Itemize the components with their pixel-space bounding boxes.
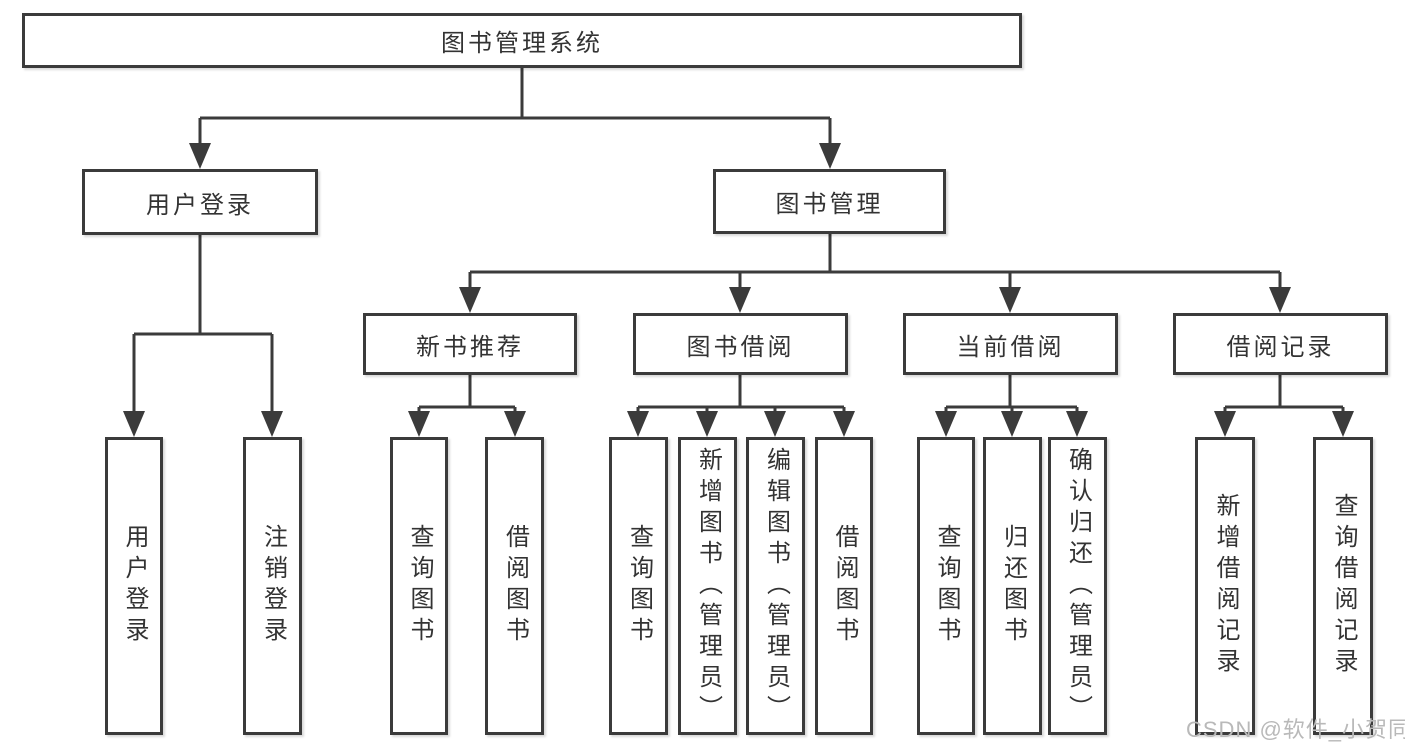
leaf-logout-label: 注销登录 <box>259 524 287 648</box>
leaf-nb-query-books: 查询图书 <box>390 437 448 735</box>
arrow-icon <box>696 411 718 437</box>
leaf-bb-borrow-books-label: 借阅图书 <box>831 524 858 648</box>
arrowheads <box>123 143 1354 437</box>
leaf-br-add-record-label: 新增借阅记录 <box>1212 493 1239 679</box>
arrow-icon <box>627 411 649 437</box>
arrow-icon <box>261 411 283 437</box>
arrow-icon <box>123 411 145 437</box>
arrow-icon <box>1214 411 1236 437</box>
leaf-bb-query-books-label: 查询图书 <box>625 524 653 648</box>
leaf-br-query-record-label: 查询借阅记录 <box>1330 493 1357 679</box>
node-root-label: 图书管理系统 <box>441 30 603 57</box>
leaf-cb-query-books-label: 查询图书 <box>933 524 960 648</box>
leaf-bb-query-books: 查询图书 <box>609 437 668 735</box>
leaf-bb-add-books-label: 新增图书（管理员） <box>694 446 722 726</box>
leaf-br-query-record: 查询借阅记录 <box>1313 437 1373 735</box>
arrow-icon <box>999 287 1021 313</box>
node-borrowing-records: 借阅记录 <box>1173 313 1388 375</box>
leaf-cb-query-books: 查询图书 <box>917 437 975 735</box>
leaf-nb-query-books-label: 查询图书 <box>406 524 433 648</box>
tree-branch-lines <box>132 67 1345 412</box>
node-current-borrowing: 当前借阅 <box>903 313 1118 375</box>
leaf-bb-edit-books-label: 编辑图书（管理员） <box>762 446 790 726</box>
leaf-logout: 注销登录 <box>243 437 302 735</box>
arrow-icon <box>504 411 526 437</box>
node-user-login-label: 用户登录 <box>146 191 254 219</box>
arrow-icon <box>1001 411 1023 437</box>
node-new-book-recommend-label: 新书推荐 <box>416 333 524 361</box>
arrow-icon <box>819 143 841 169</box>
node-current-borrowing-label: 当前借阅 <box>956 333 1065 361</box>
arrow-icon <box>935 411 957 437</box>
leaf-nb-borrow-books: 借阅图书 <box>485 437 544 735</box>
leaf-nb-borrow-books-label: 借阅图书 <box>501 524 529 648</box>
node-borrowing-records-label: 借阅记录 <box>1226 333 1335 361</box>
leaf-br-add-record: 新增借阅记录 <box>1195 437 1255 735</box>
node-book-management-label: 图书管理 <box>775 191 884 218</box>
node-root: 图书管理系统 <box>22 13 1022 68</box>
leaf-cb-return-books: 归还图书 <box>983 437 1042 735</box>
leaf-bb-borrow-books: 借阅图书 <box>815 437 873 735</box>
arrow-icon <box>764 411 786 437</box>
leaf-cb-return-books-label: 归还图书 <box>999 524 1027 648</box>
arrow-icon <box>1066 411 1088 437</box>
node-user-login: 用户登录 <box>82 169 318 235</box>
arrow-icon <box>408 411 430 437</box>
arrow-icon <box>729 287 751 313</box>
leaf-user-login: 用户登录 <box>105 437 163 735</box>
leaf-bb-edit-books: 编辑图书（管理员） <box>746 437 805 735</box>
csdn-watermark: CSDN @软件_小贺同学 <box>1186 717 1405 742</box>
leaf-bb-add-books: 新增图书（管理员） <box>678 437 737 735</box>
arrow-icon <box>833 411 855 437</box>
leaf-cb-confirm-return: 确认归还（管理员） <box>1048 437 1107 735</box>
arrow-icon <box>459 287 481 313</box>
arrow-icon <box>189 143 211 169</box>
node-book-management: 图书管理 <box>713 169 946 234</box>
leaf-cb-confirm-return-label: 确认归还（管理员） <box>1064 446 1092 726</box>
node-book-borrowing: 图书借阅 <box>633 313 848 375</box>
node-new-book-recommend: 新书推荐 <box>363 313 577 375</box>
arrow-icon <box>1332 411 1354 437</box>
arrow-icon <box>1269 287 1291 313</box>
leaf-user-login-label: 用户登录 <box>121 524 148 648</box>
node-book-borrowing-label: 图书借阅 <box>686 333 795 361</box>
